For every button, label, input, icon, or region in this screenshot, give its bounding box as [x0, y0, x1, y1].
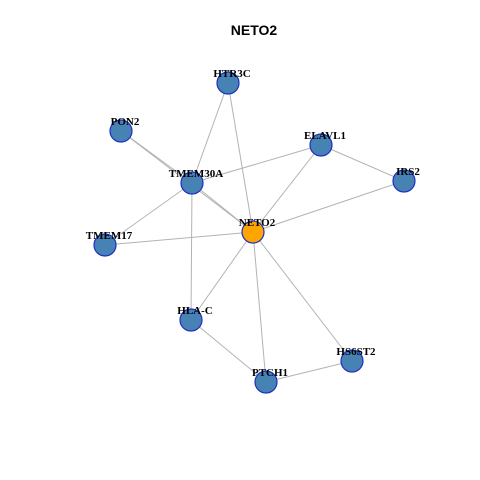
node-neto2	[241, 220, 265, 244]
node-label-pon2: PON2	[111, 116, 140, 128]
edge-ptch1-hs6st2	[265, 360, 353, 383]
node-hla-c	[179, 308, 203, 332]
edge-htr3c-tmem30a	[191, 82, 229, 184]
node-label-hla-c: HLA-C	[177, 305, 213, 317]
node-label-hs6st2: HS6ST2	[336, 346, 376, 358]
node-ptch1	[254, 370, 278, 394]
node-tmem30a	[180, 171, 204, 195]
node-label-neto2: NETO2	[239, 217, 276, 229]
node-hs6st2	[340, 349, 364, 373]
node-label-ptch1: PTCH1	[252, 367, 288, 379]
node-label-htr3c: HTR3C	[213, 68, 250, 80]
edge-tmem30a-neto2	[191, 182, 254, 233]
node-label-irs2: IRS2	[396, 166, 420, 178]
node-tmem17	[93, 233, 117, 257]
node-label-tmem30a: TMEM30A	[169, 168, 223, 180]
edge-hla-c-ptch1	[190, 319, 267, 383]
node-elavl1	[309, 133, 333, 157]
edge-irs2-neto2	[252, 180, 405, 233]
edge-tmem17-neto2	[104, 231, 254, 246]
edge-layer	[104, 82, 405, 383]
edge-neto2-ptch1	[252, 231, 267, 383]
edge-elavl1-neto2	[252, 144, 322, 233]
edge-neto2-hla-c	[190, 231, 254, 321]
edge-elavl1-tmem30a	[191, 144, 322, 184]
node-irs2	[392, 169, 416, 193]
node-htr3c	[216, 71, 240, 95]
edge-elavl1-irs2	[320, 144, 405, 182]
node-label-tmem17: TMEM17	[86, 230, 133, 242]
node-label-elavl1: ELAVL1	[304, 130, 346, 142]
graph-title: NETO2	[231, 22, 278, 38]
node-layer	[93, 71, 416, 394]
edge-tmem30a-hla-c	[190, 182, 193, 321]
edge-htr3c-neto2	[227, 82, 254, 233]
node-pon2	[109, 119, 133, 143]
edge-tmem30a-tmem17	[104, 182, 193, 246]
edge-neto2-hs6st2	[252, 231, 353, 362]
